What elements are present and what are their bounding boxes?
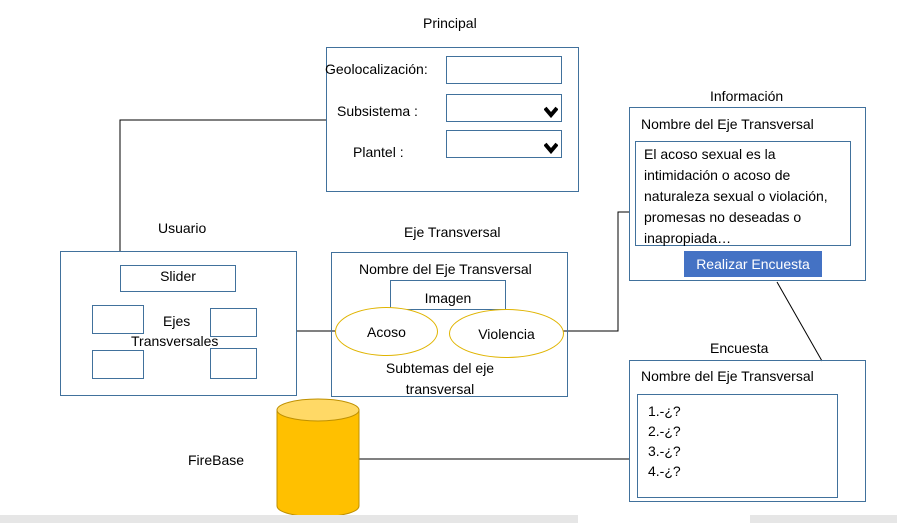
connector-eje-informacion — [563, 211, 629, 332]
connector-usuario-principal — [119, 119, 327, 252]
subtopic-acoso[interactable]: Acoso — [335, 307, 438, 356]
informacion-text-line: naturaleza sexual o violación, — [644, 188, 828, 204]
eje-thumbnail[interactable] — [210, 308, 257, 337]
image-label: Imagen — [424, 290, 472, 306]
plantel-select[interactable] — [446, 130, 562, 158]
subtopic-violencia[interactable]: Violencia — [449, 309, 564, 358]
informacion-text-line: promesas no deseadas o — [644, 209, 802, 225]
informacion-text: El acoso sexual es la intimidación o aco… — [635, 141, 851, 246]
question-item[interactable]: 1.-¿? — [648, 403, 681, 419]
subtemas-label: Subtemas del eje — [385, 360, 495, 376]
bottom-scroll-strip — [0, 515, 578, 523]
informacion-text-line: inapropiada… — [644, 230, 732, 246]
slider[interactable]: Slider — [120, 265, 236, 292]
encuesta-header: Nombre del Eje Transversal — [641, 368, 814, 384]
subsistema-select[interactable] — [446, 94, 562, 122]
bottom-scroll-strip — [750, 515, 897, 523]
subsistema-label: Subsistema : — [337, 103, 418, 119]
principal-title: Principal — [423, 15, 477, 31]
plantel-label: Plantel : — [353, 144, 404, 160]
subtopic-label: Violencia — [478, 325, 535, 342]
question-item[interactable]: 4.-¿? — [648, 463, 681, 479]
chevron-down-icon — [544, 106, 558, 118]
chevron-down-icon — [544, 142, 558, 154]
database-icon — [276, 398, 360, 518]
encuesta-questions: 1.-¿? 2.-¿? 3.-¿? 4.-¿? — [637, 394, 838, 498]
informacion-title: Información — [710, 88, 784, 104]
eje-transversal-panel — [331, 252, 568, 397]
ejes-label: Ejes — [163, 313, 191, 329]
eje-transversal-header: Nombre del Eje Transversal — [359, 261, 532, 277]
eje-image-placeholder: Imagen — [390, 280, 506, 310]
firebase-label: FireBase — [188, 452, 245, 468]
transversales-label: Transversales — [131, 333, 219, 349]
informacion-text-line: El acoso sexual es la — [644, 146, 776, 162]
geolocalizacion-input[interactable] — [446, 56, 562, 84]
question-item[interactable]: 3.-¿? — [648, 443, 681, 459]
informacion-text-line: intimidación o acoso de — [644, 167, 791, 183]
realizar-encuesta-button[interactable]: Realizar Encuesta — [684, 251, 822, 277]
principal-panel — [326, 47, 579, 192]
slider-label: Slider — [160, 268, 196, 284]
informacion-panel — [629, 107, 866, 281]
question-item[interactable]: 2.-¿? — [648, 423, 681, 439]
eje-thumbnail[interactable] — [92, 305, 144, 334]
connector-informacion-encuesta — [776, 281, 823, 362]
usuario-panel — [60, 251, 297, 396]
eje-thumbnail[interactable] — [210, 348, 257, 379]
geolocalizacion-label: Geolocalización: — [325, 61, 428, 77]
eje-thumbnail[interactable] — [92, 350, 144, 379]
eje-transversal-title: Eje Transversal — [404, 224, 501, 240]
subtemas-label: transversal — [405, 381, 475, 397]
subtopic-label: Acoso — [367, 323, 406, 340]
encuesta-panel — [629, 360, 866, 502]
usuario-title: Usuario — [158, 220, 207, 236]
informacion-header: Nombre del Eje Transversal — [641, 116, 814, 132]
encuesta-title: Encuesta — [710, 340, 769, 356]
